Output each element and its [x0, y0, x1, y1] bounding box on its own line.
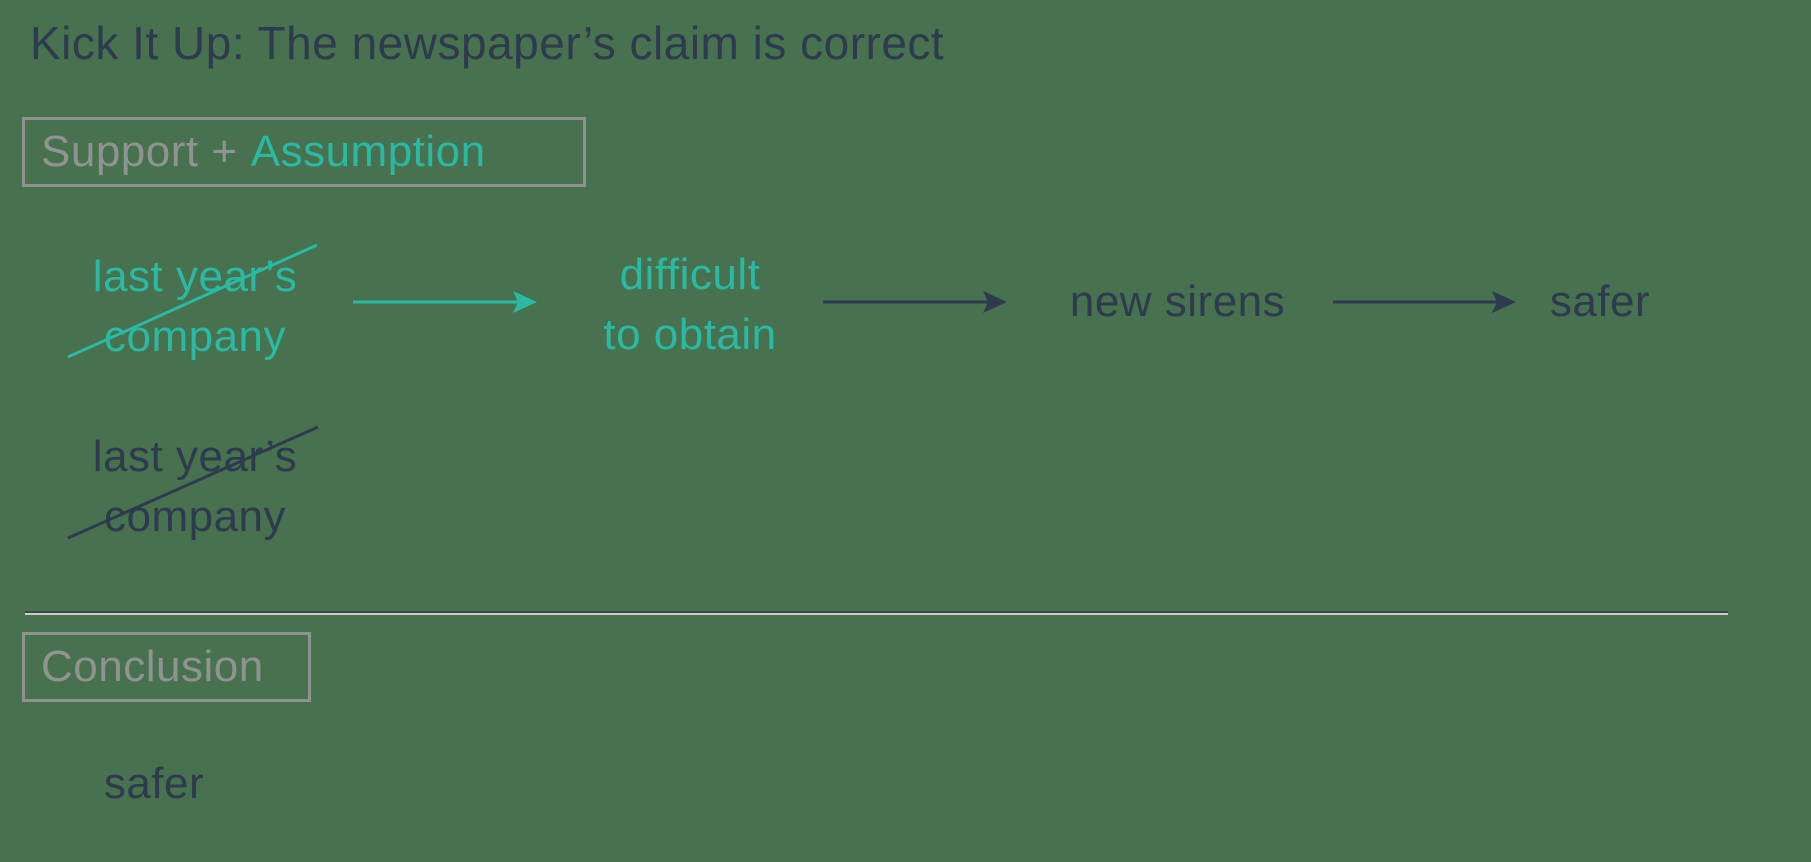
- conclusion-label: Conclusion: [41, 642, 264, 691]
- flow-node-last-years-company-teal: last year’s company: [40, 247, 350, 367]
- conclusion-box: Conclusion: [22, 632, 311, 702]
- flow-node-line: company: [103, 492, 287, 541]
- flow-node-line: company: [103, 312, 287, 361]
- section-divider: [25, 611, 1728, 615]
- flow-node-line: to obtain: [603, 310, 777, 359]
- flow-node-difficult-to-obtain: difficult to obtain: [540, 245, 840, 365]
- arrow-right-icon: [823, 291, 1007, 313]
- flow-node-line: last year’s: [92, 432, 298, 481]
- flow-node-safer: safer: [1549, 277, 1651, 326]
- conclusion-node-safer: safer: [103, 759, 205, 808]
- support-label: Support +: [41, 127, 238, 176]
- flow-node-line: last year’s: [92, 252, 298, 301]
- page-title: Kick It Up: The newspaper’s claim is cor…: [30, 17, 945, 69]
- arrow-right-icon: [1333, 291, 1516, 313]
- support-assumption-box: Support + Assumption: [22, 117, 586, 187]
- flow-node-new-sirens: new sirens: [1069, 277, 1286, 326]
- flow-node-line: difficult: [619, 250, 761, 299]
- arrow-right-icon: [353, 291, 537, 313]
- assumption-label: Assumption: [250, 127, 486, 176]
- flow-node-last-years-company-navy: last year’s company: [40, 427, 350, 547]
